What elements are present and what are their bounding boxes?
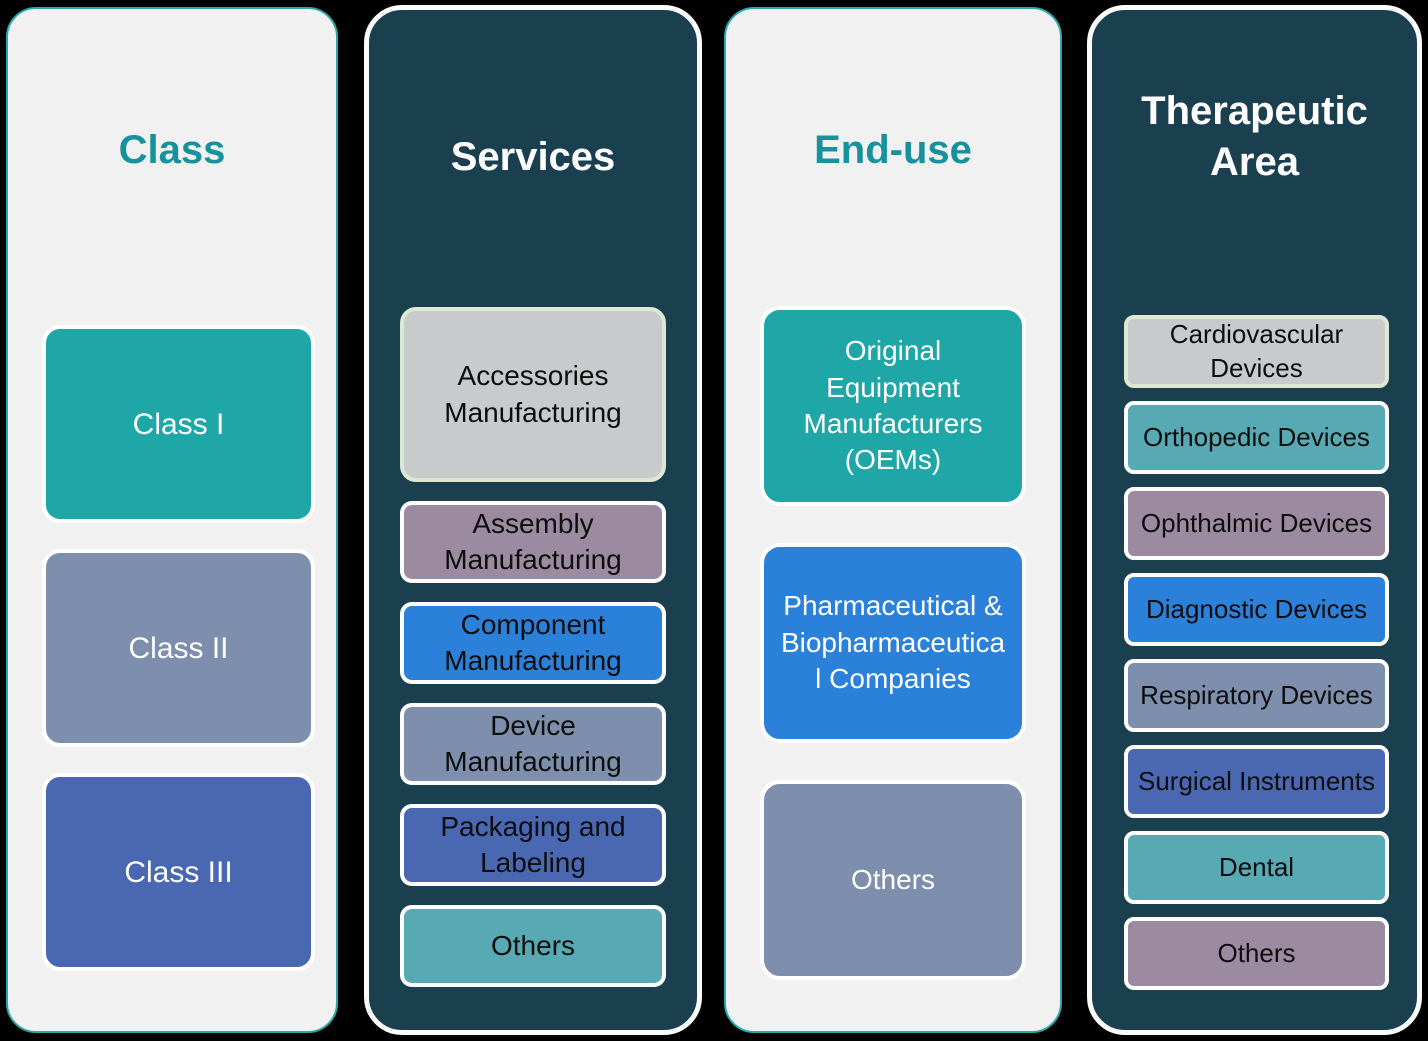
segment-box-pharmaceutical-biopharmaceutical-companies: Pharmaceutical & Biopharmaceutical Compa… bbox=[760, 543, 1026, 743]
segment-box-label: Others bbox=[490, 929, 576, 961]
segment-box-label: Class III bbox=[124, 855, 233, 889]
segment-box-assembly-manufacturing: Assembly Manufacturing bbox=[400, 501, 666, 583]
segment-box-class-iii: Class III bbox=[42, 773, 315, 971]
segment-box-respiratory-devices: Respiratory Devices bbox=[1124, 659, 1389, 732]
segment-box-packaging-and-labeling: Packaging and Labeling bbox=[400, 804, 666, 886]
segment-box-label: Assembly Manufacturing bbox=[444, 507, 622, 575]
segment-box-label: Class II bbox=[128, 631, 229, 665]
column-class: Class Class I Class II Class III bbox=[6, 7, 338, 1033]
segment-box-others: Others bbox=[400, 905, 666, 987]
segment-box-diagnostic-devices: Diagnostic Devices bbox=[1124, 573, 1389, 646]
segment-box-surgical-instruments: Surgical Instruments bbox=[1124, 745, 1389, 818]
segment-box-label: Class I bbox=[132, 407, 225, 441]
segment-box-label: Ophthalmic Devices bbox=[1140, 507, 1373, 538]
column-title-services: Services bbox=[450, 135, 616, 179]
segment-box-dental: Dental bbox=[1124, 831, 1389, 904]
column-title-therapeutic-area: Therapeutic Area bbox=[1141, 89, 1368, 185]
column-title-class: Class bbox=[118, 128, 226, 172]
segment-box-label: Original Equipment Manufacturers (OEMs) bbox=[803, 335, 983, 476]
column-title-end-use: End-use bbox=[814, 128, 972, 172]
segment-box-label: Pharmaceutical & Biopharmaceutical Compa… bbox=[780, 590, 1006, 695]
segment-box-device-manufacturing: Device Manufacturing bbox=[400, 703, 666, 785]
segment-box-label: Dental bbox=[1218, 851, 1295, 882]
segment-box-label: Packaging and Labeling bbox=[440, 810, 626, 878]
segment-box-component-manufacturing: Component Manufacturing bbox=[400, 602, 666, 684]
segment-box-others: Others bbox=[1124, 917, 1389, 990]
segment-box-orthopedic-devices: Orthopedic Devices bbox=[1124, 401, 1389, 474]
segment-box-class-ii: Class II bbox=[42, 549, 315, 747]
column-items-class: Class I Class II Class III bbox=[42, 325, 315, 971]
segment-box-others: Others bbox=[760, 780, 1026, 980]
column-end-use: End-use Original Equipment Manufacturers… bbox=[724, 7, 1062, 1033]
segment-box-label: Respiratory Devices bbox=[1140, 679, 1373, 710]
segment-box-label: Accessories Manufacturing bbox=[444, 360, 622, 428]
column-items-end-use: Original Equipment Manufacturers (OEMs) P… bbox=[760, 306, 1026, 980]
segment-box-label: Others bbox=[1217, 937, 1296, 968]
segment-box-original-equipment-manufacturers-oems: Original Equipment Manufacturers (OEMs) bbox=[760, 306, 1026, 506]
segment-box-label: Device Manufacturing bbox=[444, 709, 622, 777]
segment-box-label: Surgical Instruments bbox=[1138, 765, 1375, 796]
segment-box-label: Orthopedic Devices bbox=[1143, 421, 1370, 452]
segment-box-cardiovascular-devices: Cardiovascular Devices bbox=[1124, 315, 1389, 388]
segment-box-label: Others bbox=[850, 863, 936, 895]
segment-box-accessories-manufacturing: Accessories Manufacturing bbox=[400, 307, 666, 482]
segment-box-class-i: Class I bbox=[42, 325, 315, 523]
segment-box-label: Cardiovascular Devices bbox=[1169, 318, 1344, 383]
segment-box-label: Diagnostic Devices bbox=[1145, 593, 1368, 624]
segment-box-label: Component Manufacturing bbox=[444, 608, 622, 676]
segment-box-ophthalmic-devices: Ophthalmic Devices bbox=[1124, 487, 1389, 560]
